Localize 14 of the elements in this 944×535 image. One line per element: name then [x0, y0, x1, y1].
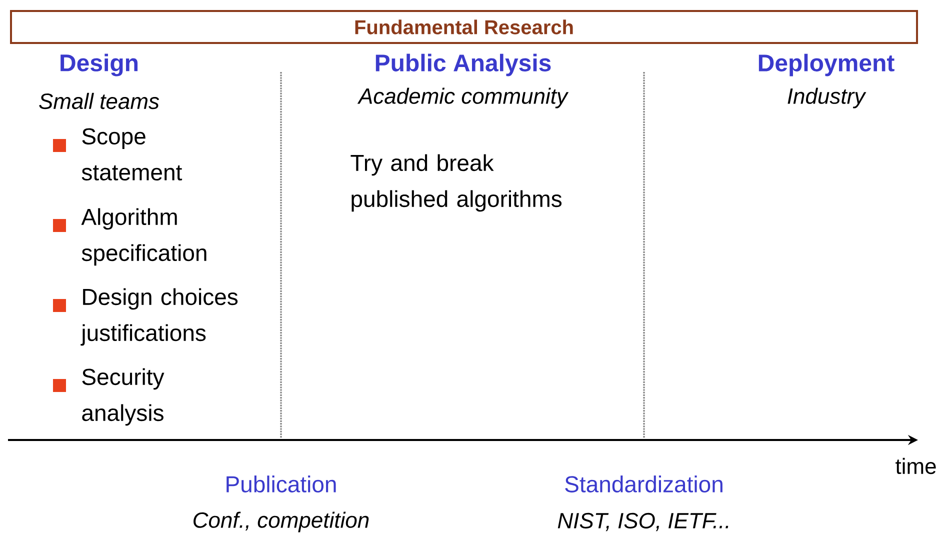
bullet-item-text: Algorithm specification: [81, 208, 206, 266]
subtitle-text: Industry: [788, 88, 866, 108]
bullet-item-text: Scope statement: [82, 128, 182, 180]
description-text: Try and break published algorithms: [350, 154, 562, 212]
bullet-item-text: Security analysis: [82, 368, 164, 426]
milestone-label: Standardization: [565, 476, 722, 492]
subtitle-text: NIST, ISO, IETF...: [558, 512, 728, 532]
title-box: Fundamental Research: [10, 10, 918, 44]
subtitle-text: Small teams: [39, 92, 160, 110]
milestone-label: Publication: [226, 476, 336, 492]
subtitle-text: Academic community: [357, 88, 569, 108]
subtitle-text: Conf., competition: [194, 512, 369, 532]
axis-label: time: [896, 458, 936, 474]
bullet-item-text: Design choices justifications: [80, 288, 238, 346]
